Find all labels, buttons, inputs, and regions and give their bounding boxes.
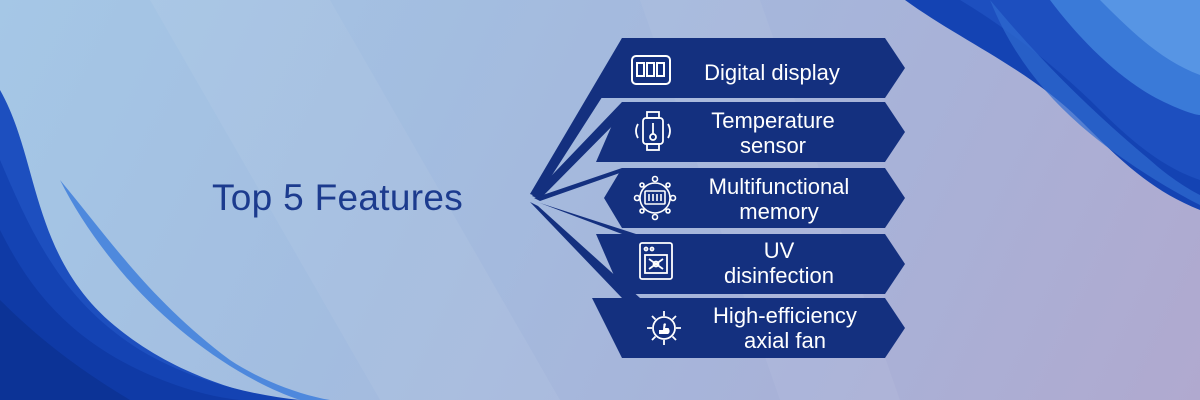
feature-label-digital-display: Digital display (704, 60, 840, 85)
digital-display-icon (631, 55, 671, 85)
feature-label-temperature-sensor: Temperature sensor (711, 108, 835, 158)
connector-ray (534, 168, 634, 201)
connector-ray (530, 202, 640, 298)
feature-chevron-4 (596, 234, 905, 294)
connector-ray (532, 102, 636, 199)
efficiency-gear-icon (647, 311, 681, 345)
feature-label-axial-fan: High-efficiency axial fan (713, 303, 857, 353)
feature-chevron-5 (592, 298, 905, 358)
feature-chevron-2 (596, 102, 905, 162)
feature-label-uv-disinfection: UV disinfection (723, 238, 835, 288)
uv-disinfection-icon (639, 242, 673, 280)
temperature-sensor-icon (635, 111, 671, 151)
feature-label-multifunctional-memory: Multifunctional memory (708, 174, 850, 224)
feature-chevron-1 (592, 38, 905, 98)
memory-chip-icon (633, 175, 677, 221)
feature-chevron-3 (604, 168, 905, 228)
page-title: Top 5 Features (212, 177, 464, 218)
